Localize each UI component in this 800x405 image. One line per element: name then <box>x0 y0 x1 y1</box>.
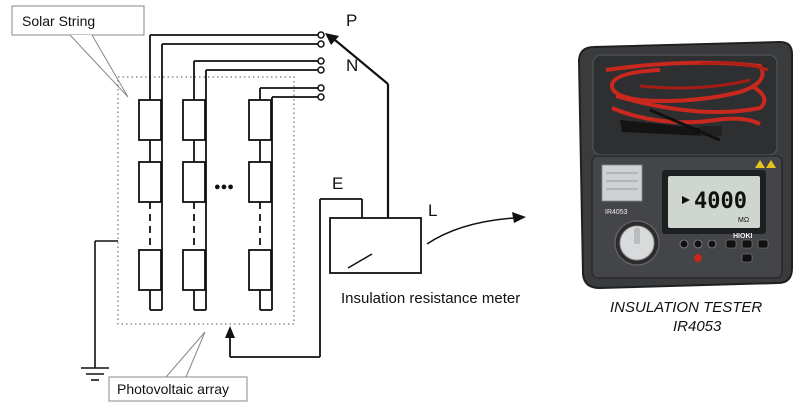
solar-string-pointer <box>69 34 129 98</box>
solar-string-label: Solar String <box>22 13 95 29</box>
strings-ellipsis: ●●● <box>214 181 234 193</box>
svg-text:MΩ: MΩ <box>738 217 749 224</box>
insulation-tester-device: IR4053 4000 MΩ HIOKI <box>577 40 793 290</box>
p-arrow-head <box>325 33 339 45</box>
solar-string-callout-box <box>11 5 145 36</box>
pv-string-2 <box>182 60 318 311</box>
insulation-meter-box <box>329 217 422 274</box>
terminal-n-label: N <box>346 56 358 75</box>
meter-label: Insulation resistance meter <box>341 290 520 307</box>
svg-text:IR4053: IR4053 <box>605 209 628 216</box>
pv-string-1 <box>138 34 318 311</box>
svg-text:4000: 4000 <box>694 189 747 214</box>
l-lead <box>334 39 390 218</box>
svg-text:HIOKI: HIOKI <box>733 233 753 240</box>
e-lead <box>229 198 363 358</box>
tester-caption-line1: INSULATION TESTER <box>610 299 762 316</box>
pv-array-callout-box <box>108 376 248 402</box>
terminal-p-label: P <box>346 11 357 30</box>
to-tester-arrow <box>426 217 515 245</box>
pv-string-3 <box>248 87 318 311</box>
meter-needle <box>347 253 373 269</box>
tester-caption-line2: IR4053 <box>673 318 722 335</box>
terminal-l-label: L <box>428 201 437 220</box>
e-arrow-head <box>225 326 235 338</box>
terminal-e-label: E <box>332 174 343 193</box>
pv-array-label: Photovoltaic array <box>117 381 229 397</box>
ground-symbol <box>81 240 118 381</box>
terminal-circles <box>317 31 325 101</box>
to-tester-arrow-head <box>512 212 526 223</box>
pv-array-pointer <box>165 331 206 378</box>
